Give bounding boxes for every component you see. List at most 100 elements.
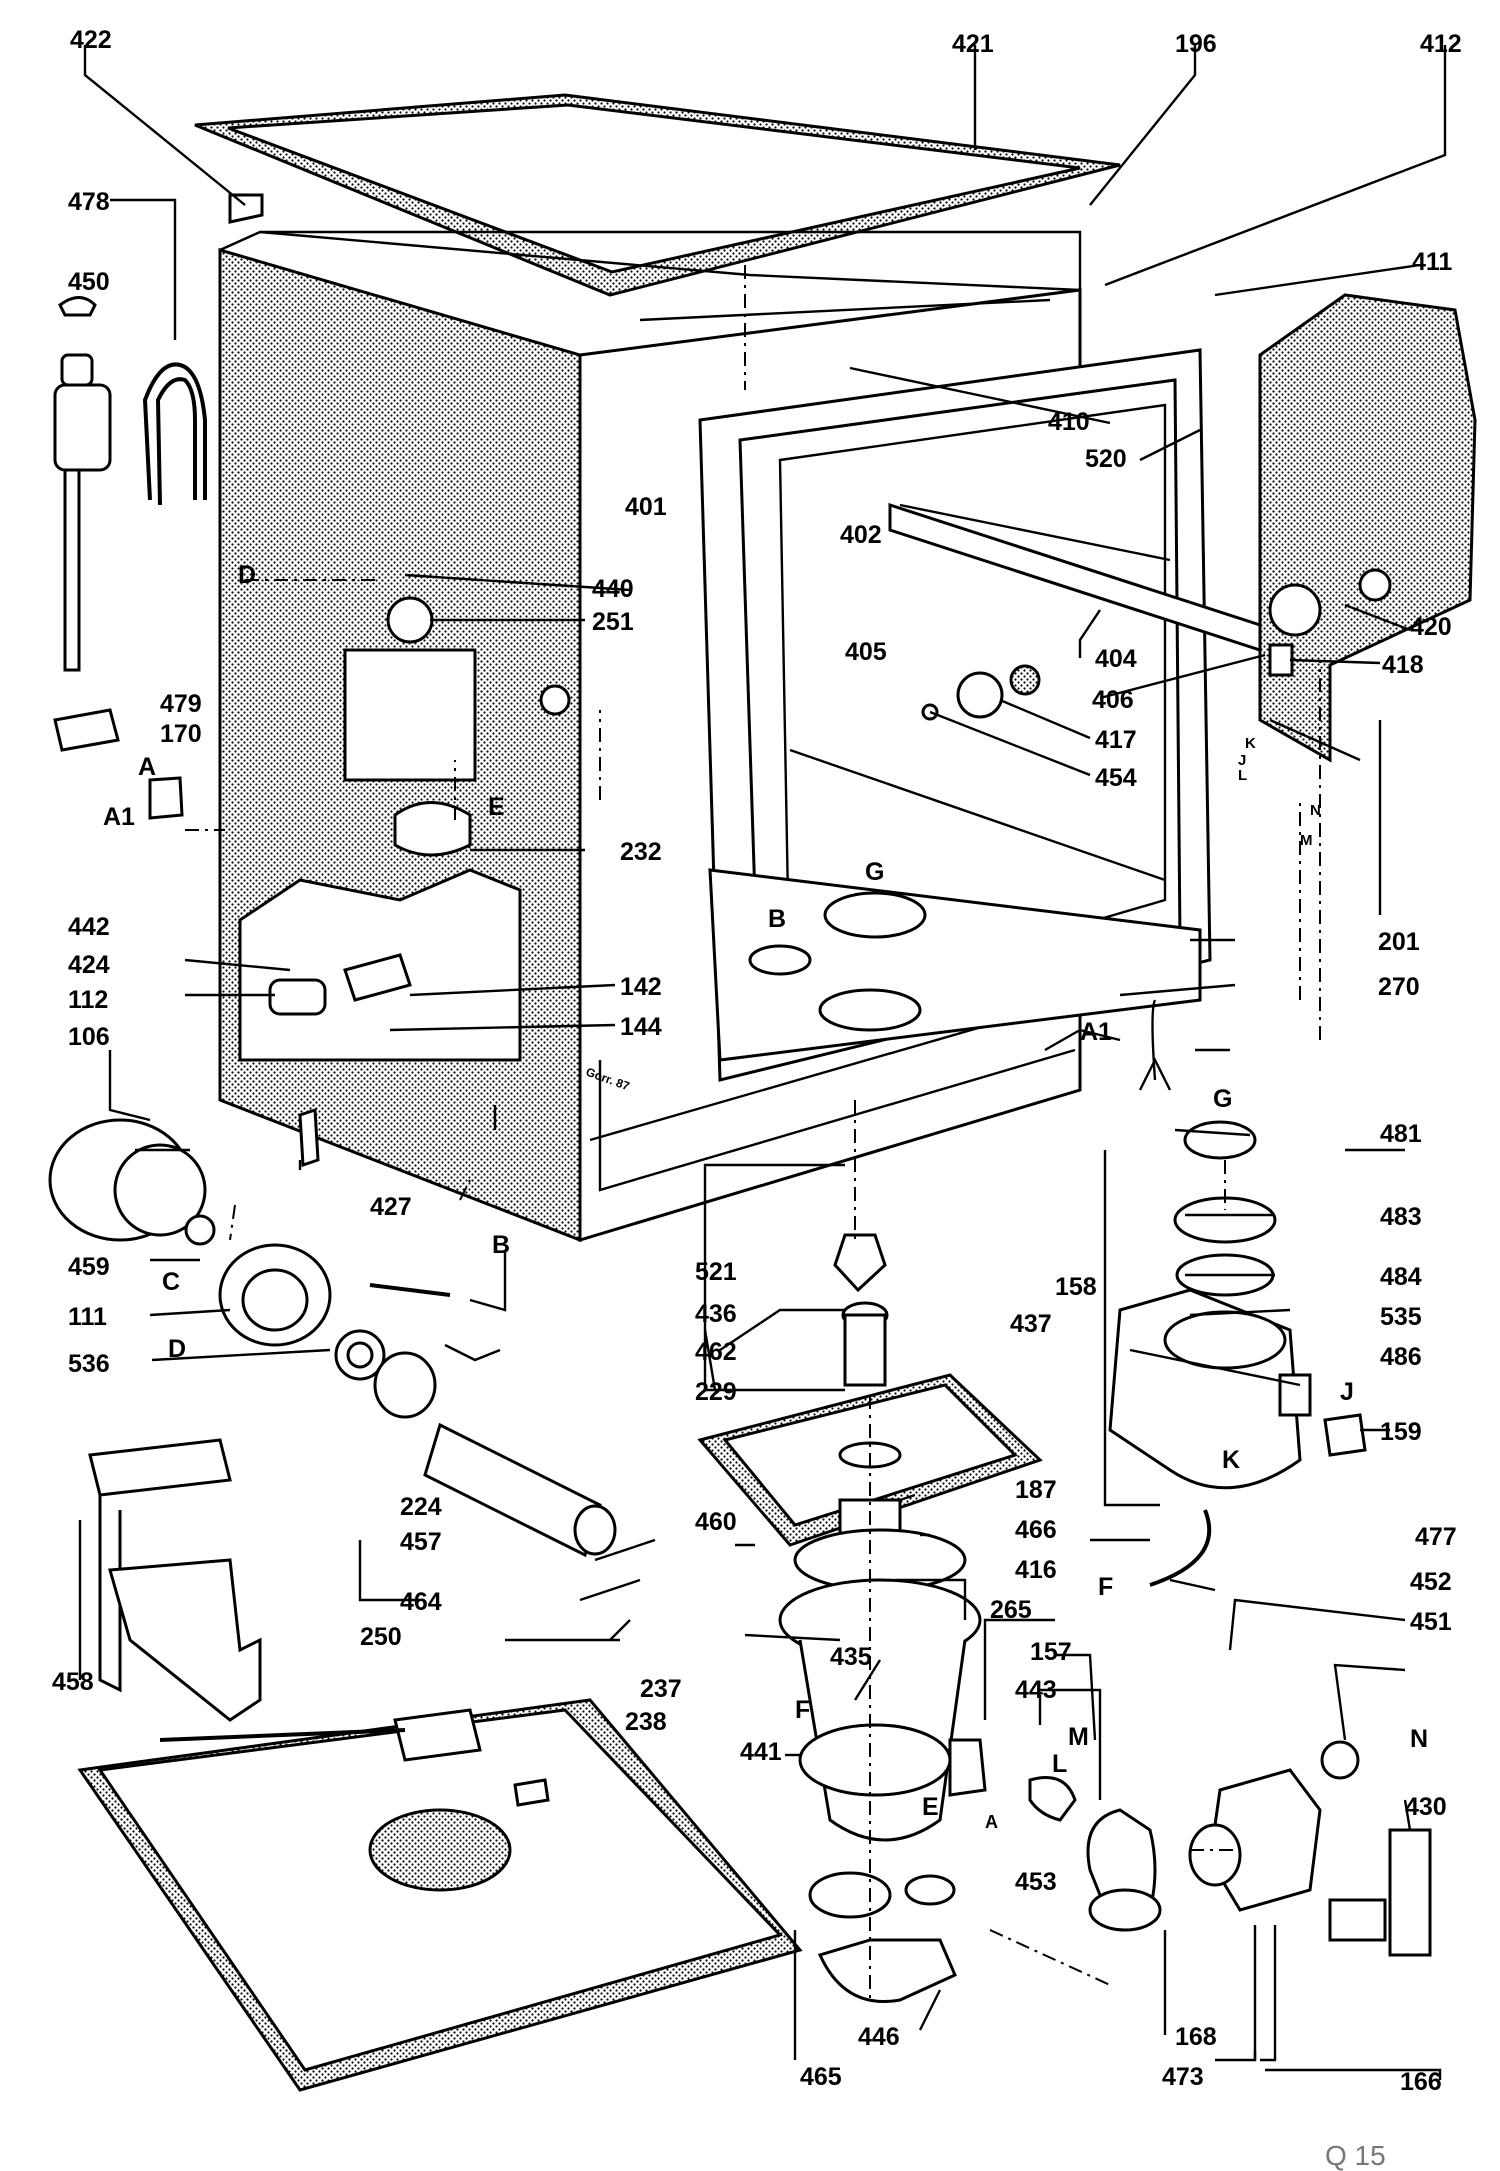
part-label: 237 xyxy=(640,1675,682,1703)
cabinet-body xyxy=(218,230,1262,1243)
part-label: 404 xyxy=(1095,645,1137,673)
part-label: 486 xyxy=(1380,1343,1422,1371)
part-label: 170 xyxy=(160,720,202,748)
part-label: 401 xyxy=(625,493,667,521)
letter-label: A1 xyxy=(1080,1018,1112,1046)
worktop-lid xyxy=(194,93,1121,297)
part-label: 144 xyxy=(620,1013,662,1041)
letter-label: L xyxy=(1238,767,1247,784)
part-label: 251 xyxy=(592,608,634,636)
part-label: 457 xyxy=(400,1528,442,1556)
part-label: 451 xyxy=(1410,1608,1452,1636)
part-label: 446 xyxy=(858,2023,900,2051)
part-label: 484 xyxy=(1380,1263,1422,1291)
part-label: 416 xyxy=(1015,1556,1057,1584)
letter-label: K xyxy=(1222,1446,1240,1474)
letter-label: N xyxy=(1310,802,1321,819)
part-label: 454 xyxy=(1095,764,1137,792)
part-label: 158 xyxy=(1055,1273,1097,1301)
letter-label: F xyxy=(795,1696,810,1724)
part-label: 520 xyxy=(1085,445,1127,473)
part-label: 417 xyxy=(1095,726,1137,754)
letter-label: J xyxy=(1340,1378,1354,1406)
part-label: 479 xyxy=(160,690,202,718)
part-label: 406 xyxy=(1092,686,1134,714)
letter-label: C xyxy=(162,1268,180,1296)
letter-label: G xyxy=(1213,1085,1232,1113)
part-label: 481 xyxy=(1380,1120,1422,1148)
part-label: 265 xyxy=(990,1596,1032,1624)
part-label: 166 xyxy=(1400,2068,1442,2096)
part-label: 459 xyxy=(68,1253,110,1281)
part-label: 418 xyxy=(1382,651,1424,679)
part-label: 159 xyxy=(1380,1418,1422,1446)
part-label: 483 xyxy=(1380,1203,1422,1231)
part-label: 440 xyxy=(592,575,634,603)
part-label: 422 xyxy=(70,26,112,54)
part-label: 201 xyxy=(1378,928,1420,956)
connection-letters: D E A A1 B G A1 C D B G F J K L N M K J … xyxy=(103,561,1428,1832)
part-label: 477 xyxy=(1415,1523,1457,1551)
part-label: 420 xyxy=(1410,613,1452,641)
part-label: 464 xyxy=(400,1588,442,1616)
letter-label: F xyxy=(1098,1573,1113,1601)
part-label: 458 xyxy=(52,1668,94,1696)
part-label: 430 xyxy=(1405,1793,1447,1821)
part-label: 224 xyxy=(400,1493,442,1521)
corner-mark: Q 15 xyxy=(1325,2140,1386,2171)
part-label: 437 xyxy=(1010,1310,1052,1338)
letter-label: B xyxy=(492,1231,510,1259)
part-label: 421 xyxy=(952,30,994,58)
letter-label: E xyxy=(488,793,505,821)
part-label: 441 xyxy=(740,1738,782,1766)
part-label: 168 xyxy=(1175,2023,1217,2051)
part-label: 521 xyxy=(695,1258,737,1286)
drain-pump xyxy=(1086,1740,1432,1957)
part-label: 238 xyxy=(625,1708,667,1736)
part-label: 187 xyxy=(1015,1476,1057,1504)
part-label: 452 xyxy=(1410,1568,1452,1596)
part-label: 465 xyxy=(800,2063,842,2091)
part-label: 412 xyxy=(1420,30,1462,58)
letter-label: D xyxy=(238,561,256,589)
part-label: 460 xyxy=(695,1508,737,1536)
part-label: 229 xyxy=(695,1378,737,1406)
part-label: 462 xyxy=(695,1338,737,1366)
letter-label: A1 xyxy=(103,803,135,831)
part-label: 196 xyxy=(1175,30,1217,58)
part-label: 250 xyxy=(360,1623,402,1651)
letter-label: E xyxy=(922,1793,939,1821)
letter-label: M xyxy=(1300,832,1313,849)
part-label: 424 xyxy=(68,951,110,979)
part-label: 453 xyxy=(1015,1868,1057,1896)
bracket-422 xyxy=(228,193,264,224)
part-label: 232 xyxy=(620,838,662,866)
softener-158 xyxy=(1103,1120,1367,1587)
part-label: 157 xyxy=(1030,1638,1072,1666)
part-label: 442 xyxy=(68,913,110,941)
part-label: 270 xyxy=(1378,973,1420,1001)
part-label: 427 xyxy=(370,1193,412,1221)
side-panel-420 xyxy=(1258,293,1477,763)
part-label: 536 xyxy=(68,1350,110,1378)
motor-assembly xyxy=(48,1118,617,1722)
part-label: 142 xyxy=(620,973,662,1001)
part-label: 450 xyxy=(68,268,110,296)
base-tray xyxy=(77,1698,803,2092)
letter-label: A xyxy=(138,753,156,781)
part-label: 443 xyxy=(1015,1676,1057,1704)
letter-label: B xyxy=(768,905,786,933)
letter-label: J xyxy=(1238,752,1246,769)
part-label: 411 xyxy=(1412,248,1452,276)
letter-label: N xyxy=(1410,1725,1428,1753)
part-label: 106 xyxy=(68,1023,110,1051)
part-label: 478 xyxy=(68,188,110,216)
part-label: 112 xyxy=(68,986,108,1014)
left-accessories xyxy=(53,296,207,820)
part-label: 436 xyxy=(695,1300,737,1328)
part-label: 466 xyxy=(1015,1516,1057,1544)
part-label: 405 xyxy=(845,638,887,666)
part-label: 410 xyxy=(1048,408,1090,436)
letter-label: D xyxy=(168,1335,186,1363)
